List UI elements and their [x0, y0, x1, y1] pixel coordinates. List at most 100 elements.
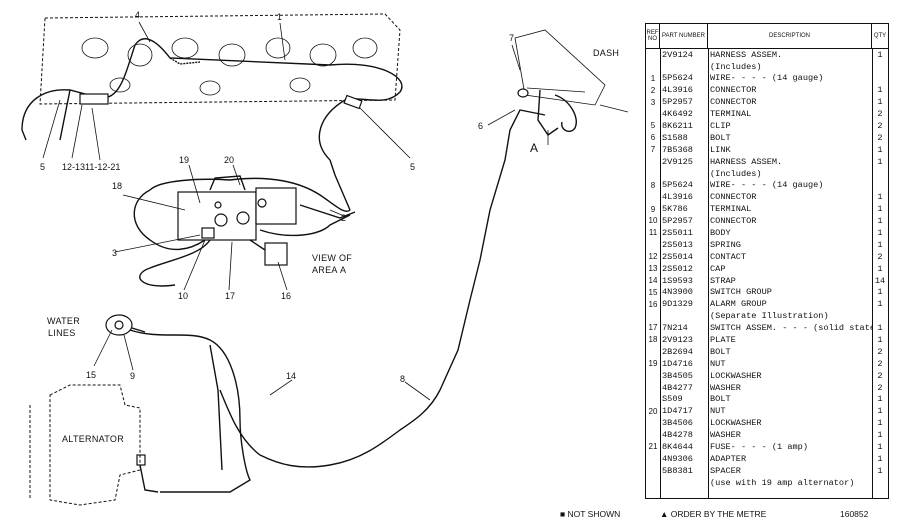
row-ref: 21 — [648, 442, 658, 452]
callout: 19 — [179, 155, 189, 165]
row-ref: 9 — [650, 204, 656, 214]
row-part-number: 5P2957 — [662, 97, 693, 108]
callout: 7 — [509, 33, 514, 43]
row-part-number: S1588 — [662, 132, 688, 143]
water-label: WATER — [47, 316, 80, 326]
row-qty: 1 — [877, 406, 883, 417]
row-description: SWITCH ASSEM. - - - (solid state) — [710, 324, 872, 333]
row-description: (Separate Illustration) — [710, 312, 829, 321]
table-row: 21 8K4644 FUSE- - - - (1 amp) 1 — [646, 441, 888, 453]
callout: 5 — [410, 162, 415, 172]
table-header: REF NO PART NUMBER DESCRIPTION QTY — [646, 24, 888, 49]
row-description: SPACER — [710, 466, 741, 476]
lines-label: LINES — [48, 328, 76, 338]
row-description: LOCKWASHER — [710, 419, 762, 428]
row-description: FUSE- - - - (1 amp) — [710, 443, 808, 452]
row-part-number: 4K6492 — [662, 109, 693, 120]
area-a-marker: A — [340, 265, 346, 275]
callout: 3 — [112, 248, 117, 258]
row-description: SWITCH GROUP — [710, 288, 772, 298]
footer: ■ NOT SHOWN ▲ ORDER BY THE METRE 160852 — [560, 509, 900, 523]
row-description: BOLT — [710, 395, 731, 405]
row-part-number: 1D4717 — [662, 406, 693, 417]
row-qty: 1 — [877, 204, 883, 215]
callout: 9 — [130, 371, 135, 381]
row-qty: 2 — [877, 120, 883, 131]
row-description: PLATE — [710, 336, 736, 345]
table-row: (Includes) — [646, 61, 888, 73]
row-ref: 14 — [648, 275, 658, 285]
switch-assembly — [133, 175, 356, 287]
row-part-number: 2S5012 — [662, 263, 693, 274]
row-part-number: 2V9124 — [662, 49, 693, 60]
callout: 10 — [178, 291, 188, 301]
callout: 8 — [400, 374, 405, 384]
callout-numbers: 1 2 3 4 5 5 6 7 8 9 10 11-12-21 12-13 14… — [40, 10, 514, 384]
row-part-number: 2V9123 — [662, 335, 693, 346]
row-qty: 1 — [877, 335, 883, 346]
row-ref: 6 — [650, 133, 656, 143]
row-description: HARNESS ASSEM. — [710, 157, 783, 167]
header-description: DESCRIPTION — [708, 24, 872, 48]
row-qty: 1 — [877, 228, 883, 238]
header-part-number: PART NUMBER — [660, 24, 708, 48]
callout: 1 — [277, 12, 282, 22]
row-description: WASHER — [710, 383, 741, 393]
alternator-label: ALTERNATOR — [62, 434, 124, 444]
dash-label: DASH — [593, 48, 619, 58]
row-part-number: 4N3900 — [662, 287, 693, 298]
row-part-number: S509 — [662, 394, 683, 405]
row-part-number: 7B5368 — [662, 144, 693, 155]
row-description: WIRE- - - - (14 gauge) — [710, 181, 824, 191]
row-part-number: 4B4278 — [662, 430, 693, 441]
row-qty: 2 — [877, 132, 883, 143]
row-part-number: 5K786 — [662, 204, 688, 215]
row-qty: 1 — [877, 239, 883, 250]
row-description: ALARM GROUP — [710, 300, 767, 309]
area-a-label: AREA — [312, 265, 338, 275]
row-description: SPRING — [710, 240, 741, 250]
row-qty: 1 — [877, 85, 883, 96]
row-qty: 1 — [877, 418, 883, 429]
row-description: NUT — [710, 359, 726, 369]
not-shown-legend: ■ NOT SHOWN — [560, 509, 621, 519]
view-of-label: VIEW OF — [312, 253, 352, 263]
row-description: CONNECTOR — [710, 86, 757, 95]
row-qty: 1 — [877, 192, 883, 203]
row-qty: 1 — [877, 156, 883, 167]
row-qty: 1 — [877, 442, 883, 453]
row-qty: 1 — [877, 144, 883, 155]
area-labels: DASH VIEW OF AREA A WATER LINES ALTERNAT… — [47, 48, 619, 444]
drawing-number: 160852 — [840, 509, 869, 519]
row-part-number: 2S5011 — [662, 228, 693, 238]
row-description: CAP — [710, 264, 726, 274]
row-part-number: 8K4644 — [662, 442, 693, 453]
callout: 5 — [40, 162, 45, 172]
row-qty: 2 — [877, 358, 883, 369]
callout: 15 — [86, 370, 96, 380]
row-description: STRAP — [710, 276, 736, 286]
row-qty: 1 — [877, 299, 883, 310]
callout: 16 — [281, 291, 291, 301]
dash-a-marker: A — [530, 141, 538, 155]
callout: 17 — [225, 291, 235, 301]
row-ref: 7 — [650, 145, 656, 155]
row-part-number: 7N214 — [662, 323, 688, 334]
table-row: (Includes) — [646, 168, 888, 180]
row-description: CONNECTOR — [710, 98, 757, 107]
table-row: (use with 19 amp alternator) — [646, 477, 888, 489]
